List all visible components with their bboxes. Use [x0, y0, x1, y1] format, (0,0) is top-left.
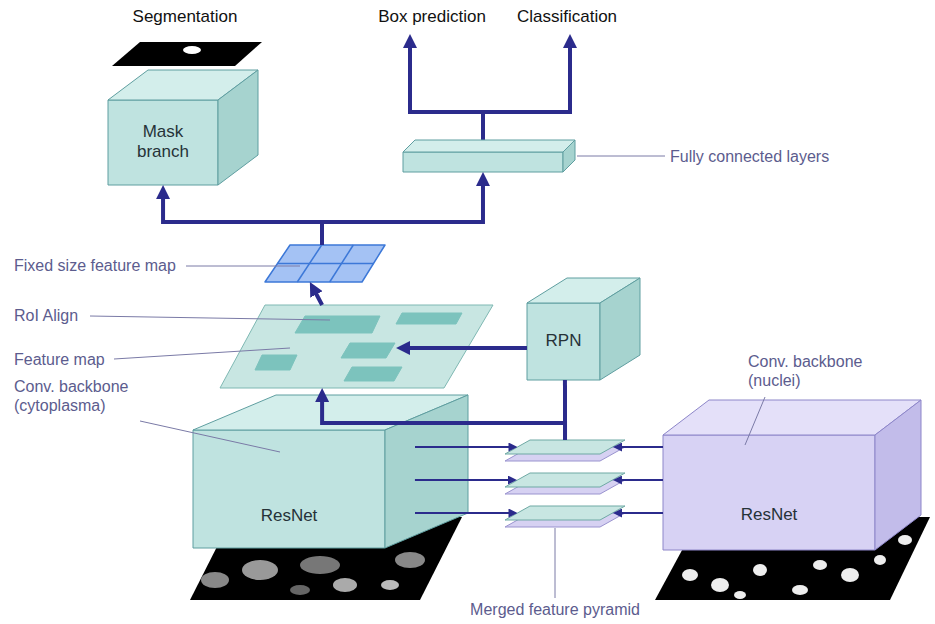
shape-face	[396, 313, 462, 324]
nucleus	[841, 568, 859, 582]
output-label: Box prediction	[378, 7, 486, 27]
shape-face	[403, 140, 575, 152]
cell-blob	[395, 552, 425, 568]
box-label: RPN	[546, 331, 582, 351]
node-outline	[193, 395, 468, 548]
flow-arrow	[616, 479, 663, 481]
fully-connected-slab: Fully connected layers	[403, 140, 575, 172]
shape-face	[505, 506, 625, 520]
shape-face	[663, 435, 875, 550]
shape-face	[295, 316, 380, 333]
mask-branch-box: Mask branch	[108, 70, 258, 185]
output-label: Classification	[517, 7, 617, 27]
flow-arrow	[322, 178, 483, 245]
flow-arrow	[415, 479, 514, 481]
segmented-cell	[183, 46, 201, 54]
output-label: Segmentation	[133, 7, 238, 27]
nucleus	[792, 585, 808, 595]
shape-face	[505, 473, 625, 487]
leader-line	[90, 316, 330, 320]
shape-face	[341, 343, 395, 358]
leader-line	[140, 421, 280, 452]
callout-label: Fully connected layers	[670, 147, 829, 166]
callout-label: Feature map	[14, 350, 105, 369]
feature-arrow	[616, 512, 663, 514]
nuclei-backbone-box: Conv. backbone (nuclei)ResNet	[663, 400, 921, 550]
callout-label: RoI Align	[14, 306, 78, 325]
shape-face	[255, 355, 297, 370]
nucleus	[734, 591, 746, 599]
nucleus	[753, 564, 767, 576]
rpn-box: RPN	[527, 278, 640, 380]
shape-face	[403, 152, 563, 172]
shape-face	[527, 303, 600, 380]
shape-face	[108, 100, 218, 185]
feature-arrow	[616, 446, 663, 448]
output-branch-line	[408, 112, 572, 140]
shape-face	[193, 430, 385, 548]
segmentation-output-image	[112, 42, 262, 66]
shape-face	[600, 278, 640, 380]
callout-label: Conv. backbone (cytoplasma)	[14, 377, 144, 415]
nucleus	[813, 560, 827, 570]
node-outline	[265, 245, 385, 282]
box-label: ResNet	[741, 505, 798, 525]
nucleus	[682, 569, 698, 581]
merged-feature-pyramid: Merged feature pyramid	[505, 440, 627, 527]
box-label: ResNet	[261, 506, 318, 526]
output-arrow	[408, 40, 412, 112]
callout-label: Fixed size feature map	[14, 256, 176, 275]
shape-face	[218, 70, 258, 185]
leader-line	[577, 156, 665, 157]
flow-arrow	[322, 394, 565, 440]
leader-line	[114, 348, 290, 359]
node-outline	[505, 440, 627, 527]
node-outline	[403, 140, 575, 172]
cell-blob	[381, 580, 399, 590]
leader-line	[745, 397, 765, 445]
cell-blob	[300, 556, 340, 574]
leader-line	[186, 266, 300, 267]
feature-arrow	[415, 512, 515, 514]
cytoplasm-backbone-box: Conv. backbone (cytoplasma)ResNet	[193, 395, 468, 548]
cell-blob	[333, 578, 357, 592]
nucleus	[898, 535, 912, 545]
flow-arrow	[163, 191, 322, 245]
nucleus	[874, 555, 886, 565]
cell-blob	[201, 572, 229, 588]
feature-arrow	[415, 446, 515, 448]
output-arrow	[568, 40, 572, 112]
shape-face	[875, 400, 921, 550]
cell-blob	[242, 560, 278, 580]
callout-label: Merged feature pyramid	[470, 600, 640, 619]
shape-face	[385, 395, 468, 548]
leader-line	[278, 263, 374, 265]
leader-line	[555, 528, 556, 598]
flow-arrow	[313, 287, 322, 305]
shape-face	[563, 140, 575, 172]
callout-label: Conv. backbone (nuclei)	[748, 352, 878, 390]
nucleus	[711, 578, 729, 592]
shape-face	[505, 440, 625, 454]
cell-blob	[290, 585, 310, 595]
node-outline	[663, 400, 921, 550]
fixed-size-feature-map: Fixed size feature map	[265, 245, 385, 282]
node-outline	[527, 278, 640, 380]
shape-face	[265, 245, 385, 282]
box-label: Mask branch	[118, 122, 208, 163]
flow-arrow	[563, 380, 567, 440]
shape-face	[344, 367, 402, 381]
flow-arrow	[402, 346, 527, 350]
